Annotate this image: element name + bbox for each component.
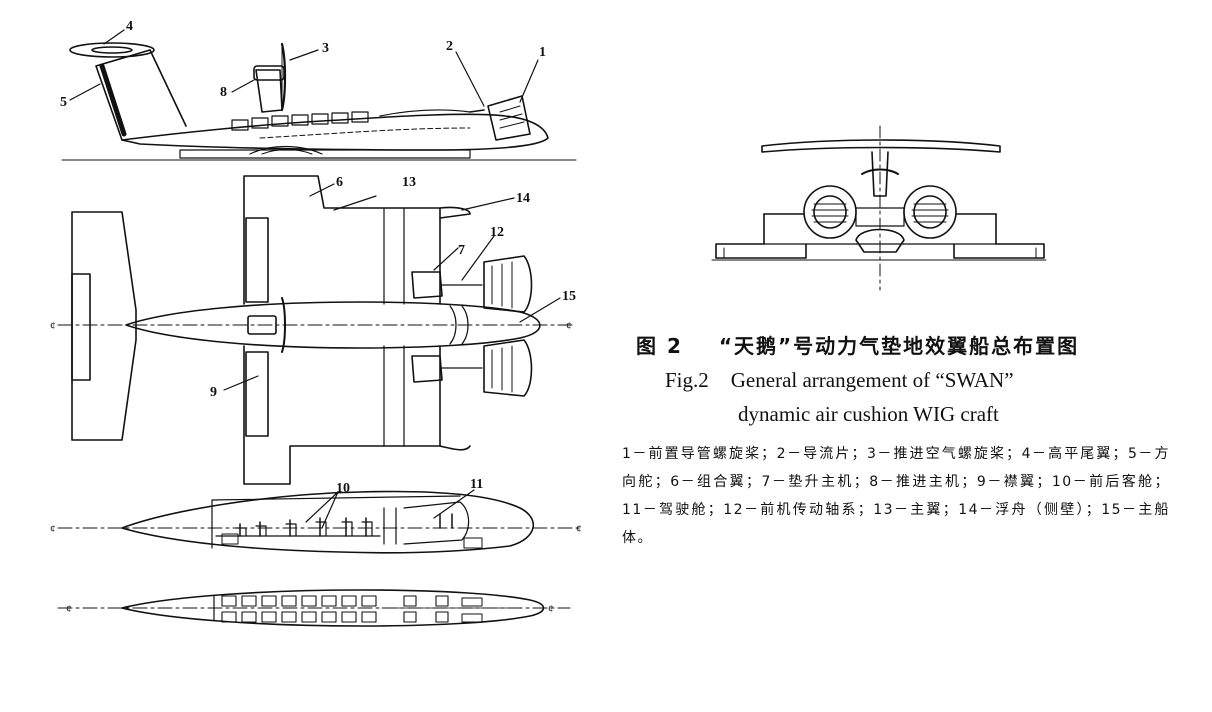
callout-2: 2 xyxy=(446,39,453,54)
side-view xyxy=(61,42,577,161)
leader-lines xyxy=(69,29,561,529)
callout-4: 4 xyxy=(126,19,133,34)
centerline-mark: ¢ xyxy=(66,603,72,615)
section-view xyxy=(57,490,583,554)
centerline-mark: ¢ xyxy=(50,523,56,535)
callout-3: 3 xyxy=(322,41,329,56)
callout-1: 1 xyxy=(539,45,546,60)
callout-15: 15 xyxy=(562,289,576,304)
figure-title-en-line1: General arrangement of “SWAN” xyxy=(730,368,1014,392)
callout-10: 10 xyxy=(336,481,350,496)
callout-12: 12 xyxy=(490,225,504,240)
figure-caption-cn: 图 2 “天鹅”号动力气垫地效翼船总布置图 xyxy=(636,330,1196,359)
figure-label-en: Fig.2 xyxy=(665,368,709,392)
centerline-mark: ¢ xyxy=(566,320,572,332)
front-view xyxy=(711,125,1047,291)
callout-9: 9 xyxy=(210,385,217,400)
callout-8: 8 xyxy=(220,85,227,100)
centerline-marks: ¢ ¢ ¢ ¢ ¢ ¢ xyxy=(50,320,582,615)
plan-view xyxy=(57,175,573,485)
callout-14: 14 xyxy=(516,191,530,206)
centerline-mark: ¢ xyxy=(576,523,582,535)
callout-5: 5 xyxy=(60,95,67,110)
component-legend: 1－前置导管螺旋桨；2－导流片；3－推进空气螺旋桨；4－高平尾翼；5－方向舵；6… xyxy=(622,446,1170,546)
callout-13: 13 xyxy=(402,175,416,190)
deck-plan-view xyxy=(57,589,571,627)
figure-title-cn: “天鹅”号动力气垫地效翼船总布置图 xyxy=(718,334,1080,358)
figure-title-en-line2: dynamic air cushion WIG craft xyxy=(738,402,999,426)
callout-11: 11 xyxy=(470,477,483,492)
figure-label-cn: 图 2 xyxy=(636,334,683,358)
callout-labels: 1 2 3 4 5 6 7 8 9 10 11 12 13 14 15 xyxy=(60,19,576,496)
figure-caption-en: Fig.2 General arrangement of “SWAN” xyxy=(665,368,1185,393)
centerline-mark: ¢ xyxy=(548,603,554,615)
callout-6: 6 xyxy=(336,175,343,190)
callout-7: 7 xyxy=(458,243,465,258)
centerline-mark: ¢ xyxy=(50,320,56,332)
